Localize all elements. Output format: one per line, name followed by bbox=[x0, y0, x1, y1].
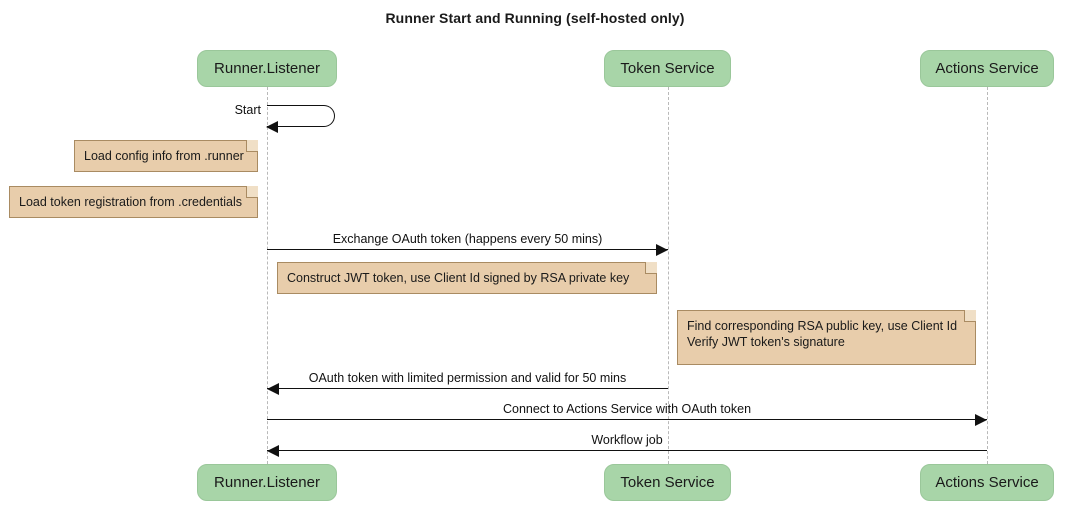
arrow-head-exchange-oauth bbox=[656, 244, 668, 256]
participant-label: Runner.Listener bbox=[214, 474, 320, 491]
message-line-oauth-return bbox=[267, 388, 668, 389]
note-fold-corner-icon bbox=[964, 310, 976, 322]
arrow-head-connect-actions bbox=[975, 414, 987, 426]
message-label-exchange-oauth: Exchange OAuth token (happens every 50 m… bbox=[332, 232, 603, 246]
arrow-head-oauth-return bbox=[267, 383, 279, 395]
note-text: Construct JWT token, use Client Id signe… bbox=[287, 271, 630, 285]
message-label-connect-actions: Connect to Actions Service with OAuth to… bbox=[502, 402, 752, 416]
lifeline-token bbox=[668, 87, 669, 464]
lifeline-actions bbox=[987, 87, 988, 464]
participant-label: Token Service bbox=[620, 60, 715, 77]
header-token[interactable]: Token Service bbox=[604, 50, 731, 87]
footer-token[interactable]: Token Service bbox=[604, 464, 731, 501]
footer-actions[interactable]: Actions Service bbox=[920, 464, 1054, 501]
message-line-connect-actions bbox=[267, 419, 987, 420]
arrow-head-start bbox=[266, 121, 278, 133]
note-fold-corner-icon bbox=[246, 186, 258, 198]
note-credentials: Load token registration from .credential… bbox=[9, 186, 258, 218]
header-actions[interactable]: Actions Service bbox=[920, 50, 1054, 87]
note-config: Load config info from .runner bbox=[74, 140, 258, 172]
message-line-workflow-job bbox=[267, 450, 987, 451]
note-fold-corner-icon bbox=[246, 140, 258, 152]
note-text: Find corresponding RSA public key, use C… bbox=[687, 319, 958, 349]
note-jwt: Construct JWT token, use Client Id signe… bbox=[277, 262, 657, 294]
footer-runner[interactable]: Runner.Listener bbox=[197, 464, 337, 501]
note-text: Load token registration from .credential… bbox=[19, 195, 243, 209]
self-message-start bbox=[267, 105, 335, 127]
note-fold-corner-icon bbox=[645, 262, 657, 274]
message-label-workflow-job: Workflow job bbox=[591, 433, 663, 447]
message-label-start: Start bbox=[234, 103, 261, 117]
header-runner[interactable]: Runner.Listener bbox=[197, 50, 337, 87]
lifeline-runner bbox=[267, 87, 268, 464]
participant-label: Actions Service bbox=[935, 474, 1039, 491]
note-verify: Find corresponding RSA public key, use C… bbox=[677, 310, 976, 365]
message-label-oauth-return: OAuth token with limited permission and … bbox=[308, 371, 627, 385]
diagram-title: Runner Start and Running (self-hosted on… bbox=[385, 10, 685, 26]
arrow-head-workflow-job bbox=[267, 445, 279, 457]
participant-label: Runner.Listener bbox=[214, 60, 320, 77]
participant-label: Actions Service bbox=[935, 60, 1039, 77]
note-text: Load config info from .runner bbox=[84, 149, 244, 163]
message-line-exchange-oauth bbox=[267, 249, 668, 250]
participant-label: Token Service bbox=[620, 474, 715, 491]
